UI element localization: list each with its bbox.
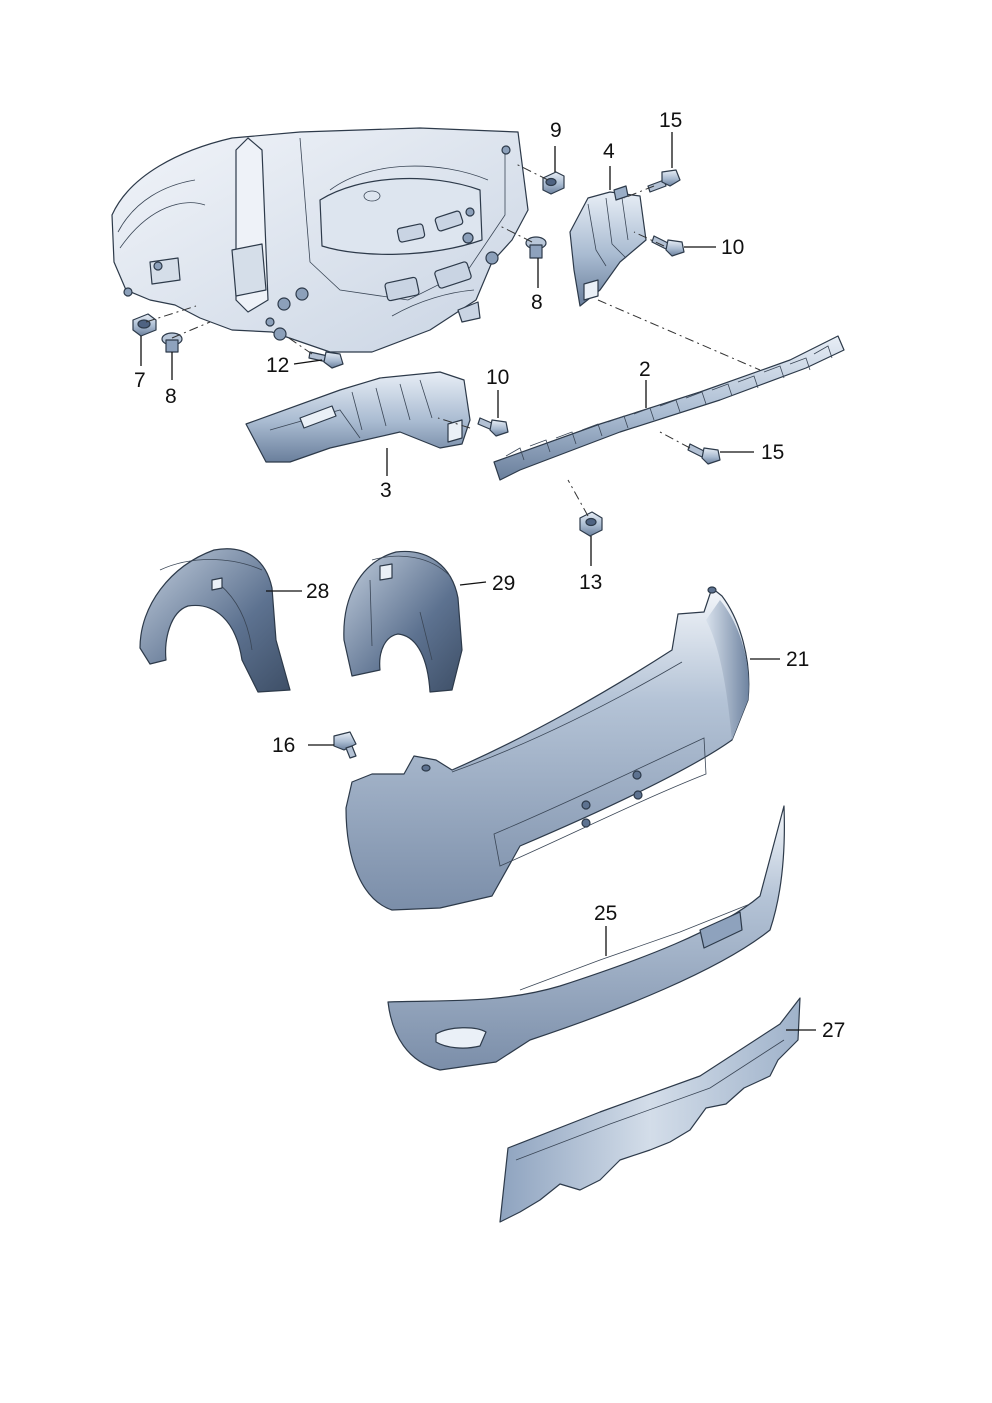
callout-labels: 7 8 9 8 15 4 10 12 10 3 2 15 13 28 29 21… [134,109,845,1042]
part-13-nut [579,511,603,537]
part-28-wheel-housing-liner-left [139,548,291,693]
part-9-clip-nut [542,171,565,195]
callout-15-lower: 15 [761,441,784,464]
part-29-wheel-housing-liner-right [343,550,463,693]
part-10-bolt-lower [477,417,509,437]
part-15-bolt-lower [687,443,721,465]
part-12-bolt [308,351,344,369]
part-7-clip-nut [132,313,157,337]
callout-16: 16 [272,734,295,757]
callout-8-left: 8 [165,385,177,408]
callout-25: 25 [594,902,617,925]
part-21-bumper-cover [345,586,750,911]
callout-28: 28 [306,580,329,603]
callout-12: 12 [266,354,289,377]
part-4-bumper-guide-bracket [569,185,647,307]
part-8-expanding-rivet-left [161,332,183,353]
callout-2: 2 [639,358,651,381]
callout-8-right: 8 [531,291,543,314]
callout-9: 9 [550,119,562,142]
part-3-bumper-bracket [245,371,471,463]
callout-10-lower: 10 [486,366,509,389]
part-27-diffuser-insert [499,997,801,1223]
assembly-lines [145,163,761,517]
callout-10-upper: 10 [721,236,744,259]
part-10-bolt-upper [651,235,685,257]
part-16-screw [333,731,357,759]
part-8-expanding-rivet-right [525,236,547,259]
callout-7: 7 [134,369,146,392]
callout-27: 27 [822,1019,845,1042]
callout-4: 4 [603,140,615,163]
callout-29: 29 [492,572,515,595]
callout-13: 13 [579,571,602,594]
callout-21: 21 [786,648,809,671]
callout-3: 3 [380,479,392,502]
part-25-lower-bumper-trim [387,805,785,1071]
car-body-rear-section [111,127,529,353]
part-15-bolt-upper [647,169,681,193]
callout-leaders [140,132,816,1031]
part-2-bumper-carrier [493,335,845,481]
callout-15-upper: 15 [659,109,682,132]
